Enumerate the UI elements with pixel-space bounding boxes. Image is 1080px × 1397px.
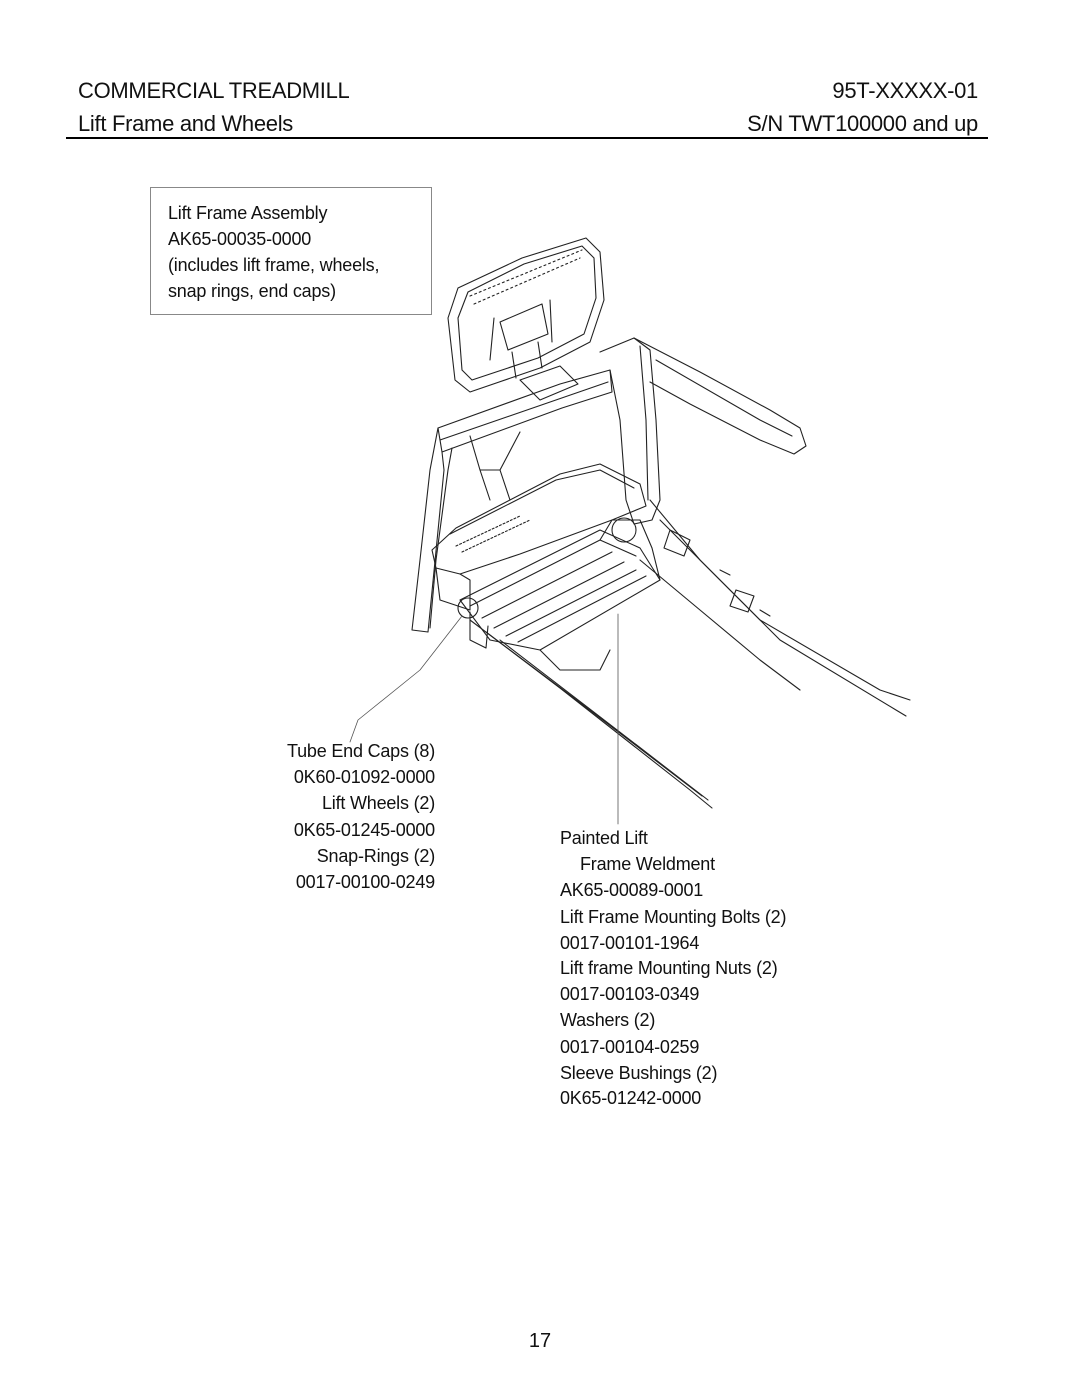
part-label-lift-wheels: Lift Wheels (2) xyxy=(321,793,435,813)
part-label-frame-weldment: Frame Weldment xyxy=(580,854,715,874)
document-product-title: COMMERCIAL TREADMILL xyxy=(78,78,350,103)
part-label-washers: Washers (2) xyxy=(560,1010,656,1030)
part-number: 0017-00101-1964 xyxy=(560,933,700,953)
callout-line: Lift Frame Assembly xyxy=(168,203,328,223)
part-label-tube-end-caps: Tube End Caps (8) xyxy=(286,741,435,761)
header-rule xyxy=(66,137,988,139)
page-number: 17 xyxy=(528,1330,552,1352)
section-title: Lift Frame and Wheels xyxy=(78,111,294,136)
callout-line: (includes lift frame, wheels, xyxy=(168,255,380,275)
lift-frame-assembly-callout: Lift Frame Assembly AK65-00035-0000 (inc… xyxy=(150,187,432,315)
part-number: 0K65-01242-0000 xyxy=(560,1088,702,1108)
part-label-sleeve-bushings: Sleeve Bushings (2) xyxy=(560,1063,718,1083)
part-number: AK65-00089-0001 xyxy=(560,880,704,900)
part-number: 0017-00100-0249 xyxy=(295,872,435,892)
part-number: 0017-00104-0259 xyxy=(560,1037,700,1057)
part-label-mounting-nuts: Lift frame Mounting Nuts (2) xyxy=(560,958,778,978)
callout-line: snap rings, end caps) xyxy=(168,281,336,301)
callout-line: AK65-00035-0000 xyxy=(168,229,312,249)
serial-range: S/N TWT100000 and up xyxy=(747,111,978,136)
part-label-mounting-bolts: Lift Frame Mounting Bolts (2) xyxy=(560,907,787,927)
part-label-snap-rings: Snap-Rings (2) xyxy=(316,846,435,866)
document-model-number: 95T-XXXXX-01 xyxy=(832,78,978,103)
part-number: 0K65-01245-0000 xyxy=(293,820,435,840)
part-number: 0K60-01092-0000 xyxy=(293,767,435,787)
part-number: 0017-00103-0349 xyxy=(560,984,700,1004)
part-label-painted-lift: Painted Lift xyxy=(560,828,648,848)
